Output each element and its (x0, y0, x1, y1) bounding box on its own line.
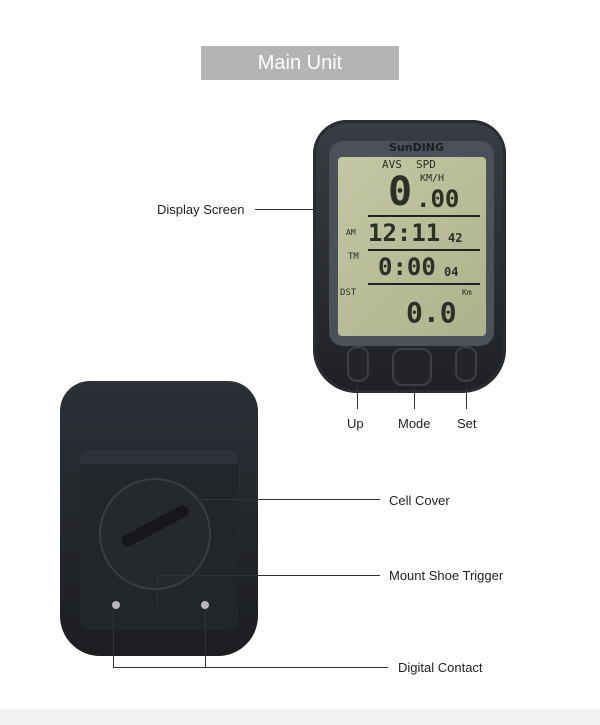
set-button[interactable] (455, 346, 477, 382)
set-label: Set (457, 416, 477, 431)
digital-contact-pin (112, 601, 120, 609)
distance-value: 0.0 (406, 296, 457, 329)
dst-indicator: DST (340, 288, 357, 298)
section-title: Main Unit (201, 46, 399, 80)
bottom-strip (0, 709, 600, 725)
callout-line (357, 384, 358, 409)
callout-line (157, 575, 380, 576)
speed-decimal: .00 (416, 185, 460, 213)
up-label: Up (347, 416, 364, 431)
speed-unit: KM/H (420, 173, 445, 184)
divider (368, 215, 480, 217)
callout-line (414, 386, 415, 409)
spd-indicator: SPD (416, 158, 436, 171)
callout-line (157, 575, 158, 605)
callout-line (113, 609, 114, 667)
callout-line (113, 667, 388, 668)
mode-button[interactable] (392, 348, 432, 386)
brand-logo: SunDING (389, 141, 445, 154)
callout-line (466, 384, 467, 409)
avs-indicator: AVS (382, 158, 402, 171)
distance-unit: Km (462, 288, 472, 297)
cell-cover (99, 478, 211, 590)
callout-line (205, 609, 206, 667)
tm-indicator: TM (348, 252, 359, 262)
callout-line (200, 499, 380, 500)
cell-cover-label: Cell Cover (389, 493, 450, 508)
divider (368, 283, 480, 285)
ride-time-value: 0:00 (378, 253, 436, 281)
callout-line (255, 209, 315, 210)
up-button[interactable] (347, 346, 369, 382)
display-screen: AVS SPD 0 KM/H .00 AM 12:11 42 TM 0:00 0… (338, 157, 486, 336)
digital-contact-label: Digital Contact (398, 660, 483, 675)
clock-seconds: 42 (448, 231, 463, 245)
display-screen-label: Display Screen (157, 202, 245, 217)
digital-contact-pin (201, 601, 209, 609)
divider (368, 249, 480, 251)
mode-label: Mode (398, 416, 431, 431)
mount-shoe-trigger-label: Mount Shoe Trigger (389, 568, 504, 583)
am-indicator: AM (346, 228, 356, 237)
ride-time-seconds: 04 (444, 265, 459, 279)
speed-value: 0 (388, 169, 413, 215)
clock-value: 12:11 (368, 219, 441, 247)
